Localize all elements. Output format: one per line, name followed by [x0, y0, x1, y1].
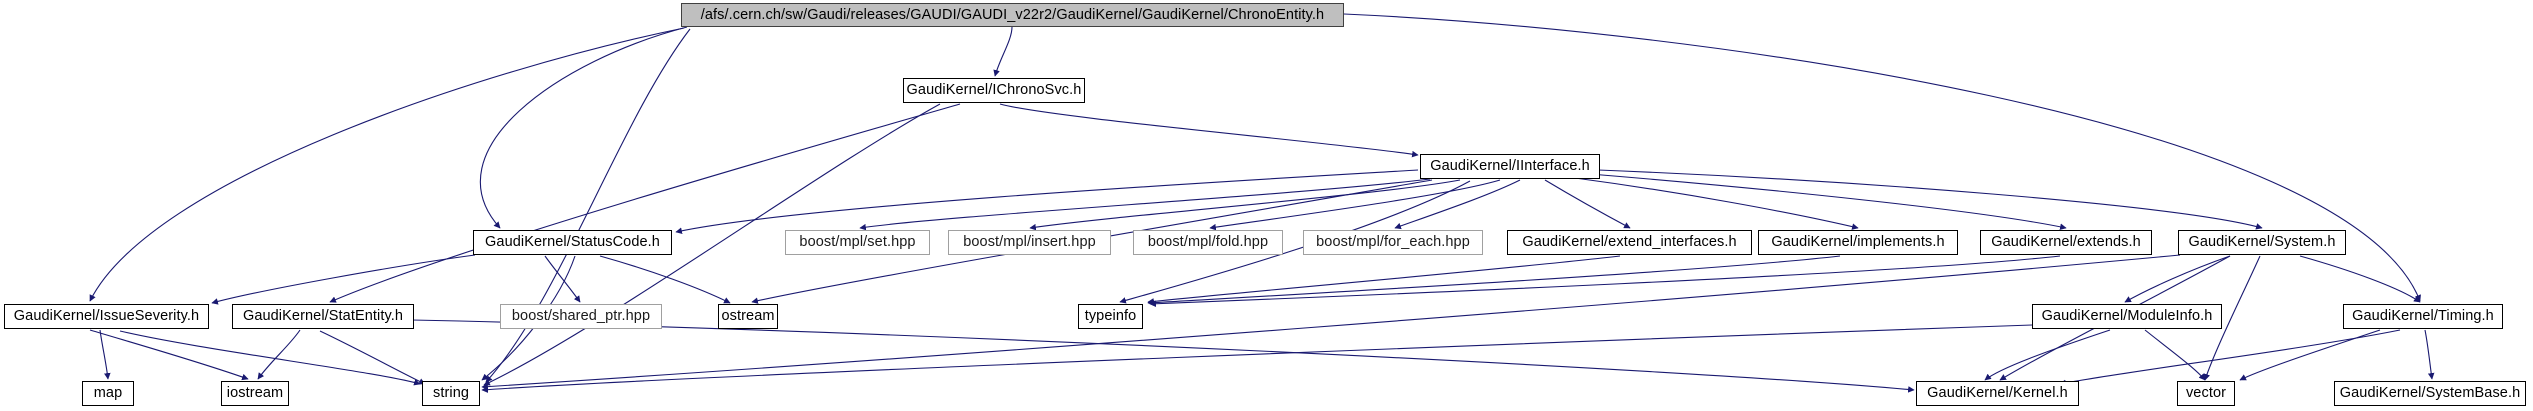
graph-node[interactable]: ostream — [718, 304, 778, 329]
graph-node[interactable]: GaudiKernel/IChronoSvc.h — [903, 78, 1085, 103]
graph-node-label: string — [432, 385, 470, 402]
graph-node-label: GaudiKernel/extends.h — [1991, 234, 2141, 251]
graph-node-label: GaudiKernel/ModuleInfo.h — [2041, 308, 2213, 325]
graph-node-label: GaudiKernel/System.h — [2188, 234, 2336, 251]
graph-edge — [1394, 179, 1521, 230]
graph-edge — [1209, 179, 1501, 231]
graph-node[interactable]: GaudiKernel/extends.h — [1980, 230, 2152, 255]
graph-node[interactable]: GaudiKernel/IssueSeverity.h — [4, 304, 209, 329]
graph-edge — [89, 329, 249, 381]
graph-node-label: typeinfo — [1084, 308, 1137, 325]
graph-node-label: boost/mpl/insert.hpp — [963, 234, 1096, 251]
graph-edge — [89, 27, 685, 302]
graph-node[interactable]: GaudiKernel/extend_interfaces.h — [1507, 230, 1752, 255]
graph-edge — [1544, 179, 1631, 229]
graph-node[interactable]: iostream — [221, 381, 289, 406]
graph-node-label: GaudiKernel/extend_interfaces.h — [1522, 234, 1737, 251]
graph-edge — [599, 255, 731, 304]
graph-edge — [481, 324, 2033, 393]
graph-edge — [1984, 329, 2111, 381]
graph-node-label: GaudiKernel/StatusCode.h — [485, 234, 660, 251]
graph-edge — [859, 178, 1431, 231]
graph-node-label: vector — [2185, 385, 2227, 402]
graph-edge — [2424, 329, 2435, 380]
graph-node[interactable]: GaudiKernel/SystemBase.h — [2334, 381, 2526, 406]
graph-node[interactable]: boost/mpl/set.hpp — [785, 230, 930, 255]
graph-edge — [257, 329, 301, 380]
graph-edge — [479, 26, 688, 229]
graph-edge — [2124, 255, 2231, 303]
graph-node-label: GaudiKernel/Kernel.h — [1927, 385, 2068, 402]
graph-edge — [2059, 329, 2401, 387]
graph-node[interactable]: GaudiKernel/System.h — [2178, 230, 2346, 255]
graph-node[interactable]: boost/mpl/for_each.hpp — [1303, 230, 1483, 255]
graph-node-label: ostream — [721, 308, 775, 325]
graph-edge — [329, 103, 961, 303]
graph-node[interactable]: GaudiKernel/implements.h — [1758, 230, 1958, 255]
graph-edge — [211, 254, 476, 305]
graph-edge — [1029, 179, 1461, 231]
graph-node[interactable]: GaudiKernel/Timing.h — [2343, 304, 2503, 329]
graph-node[interactable]: GaudiKernel/ModuleInfo.h — [2032, 304, 2222, 329]
graph-node[interactable]: boost/mpl/fold.hpp — [1133, 230, 1283, 255]
graph-edge — [99, 329, 111, 380]
graph-node[interactable]: GaudiKernel/StatusCode.h — [473, 230, 672, 255]
graph-edge — [1147, 255, 1621, 305]
graph-edge — [2144, 329, 2206, 381]
graph-node-label: iostream — [226, 385, 284, 402]
graph-node-label: boost/shared_ptr.hpp — [511, 308, 651, 325]
graph-edge — [1589, 173, 2067, 231]
graph-node[interactable]: vector — [2177, 381, 2235, 406]
graph-node-label: GaudiKernel/StatEntity.h — [242, 308, 404, 325]
graph-edge — [2239, 329, 2381, 381]
graph-edge — [1574, 177, 1859, 230]
graph-edge — [675, 169, 1419, 234]
graph-edge — [1147, 255, 1841, 306]
graph-edge — [999, 103, 1419, 158]
graph-node-label: GaudiKernel/Timing.h — [2352, 308, 2494, 325]
graph-node-label: GaudiKernel/IChronoSvc.h — [906, 82, 1082, 99]
graph-node[interactable]: string — [422, 381, 480, 406]
graph-node[interactable]: typeinfo — [1078, 304, 1143, 329]
graph-edge — [544, 255, 581, 303]
graph-edge — [411, 319, 1915, 393]
graph-edge — [1149, 255, 2061, 308]
graph-edge — [2299, 255, 2421, 303]
graph-node-label: GaudiKernel/SystemBase.h — [2339, 385, 2521, 402]
graph-node[interactable]: GaudiKernel/Kernel.h — [1916, 381, 2079, 406]
graph-node[interactable]: boost/shared_ptr.hpp — [500, 304, 662, 329]
graph-edge — [993, 26, 1013, 77]
graph-node-label: boost/mpl/for_each.hpp — [1316, 234, 1470, 251]
graph-node[interactable]: GaudiKernel/IInterface.h — [1420, 154, 1600, 179]
graph-node[interactable]: boost/mpl/insert.hpp — [948, 230, 1111, 255]
graph-node[interactable]: map — [82, 381, 134, 406]
graph-edge — [485, 28, 691, 383]
graph-node-label: map — [93, 385, 123, 402]
graph-node-label: /afs/.cern.ch/sw/Gaudi/releases/GAUDI/GA… — [700, 6, 1325, 23]
graph-edge — [119, 330, 421, 386]
graph-node-label: GaudiKernel/IInterface.h — [1430, 158, 1590, 175]
graph-node-label: boost/mpl/set.hpp — [799, 234, 916, 251]
graph-edge — [319, 330, 426, 385]
graph-edge — [1597, 169, 2263, 230]
graph-node-label: GaudiKernel/implements.h — [1771, 234, 1945, 251]
graph-node-label: GaudiKernel/IssueSeverity.h — [13, 308, 200, 325]
graph-node-label: boost/mpl/fold.hpp — [1147, 234, 1269, 251]
graph-node-root[interactable]: /afs/.cern.ch/sw/Gaudi/releases/GAUDI/GA… — [681, 3, 1344, 27]
graph-node[interactable]: GaudiKernel/StatEntity.h — [232, 304, 414, 329]
